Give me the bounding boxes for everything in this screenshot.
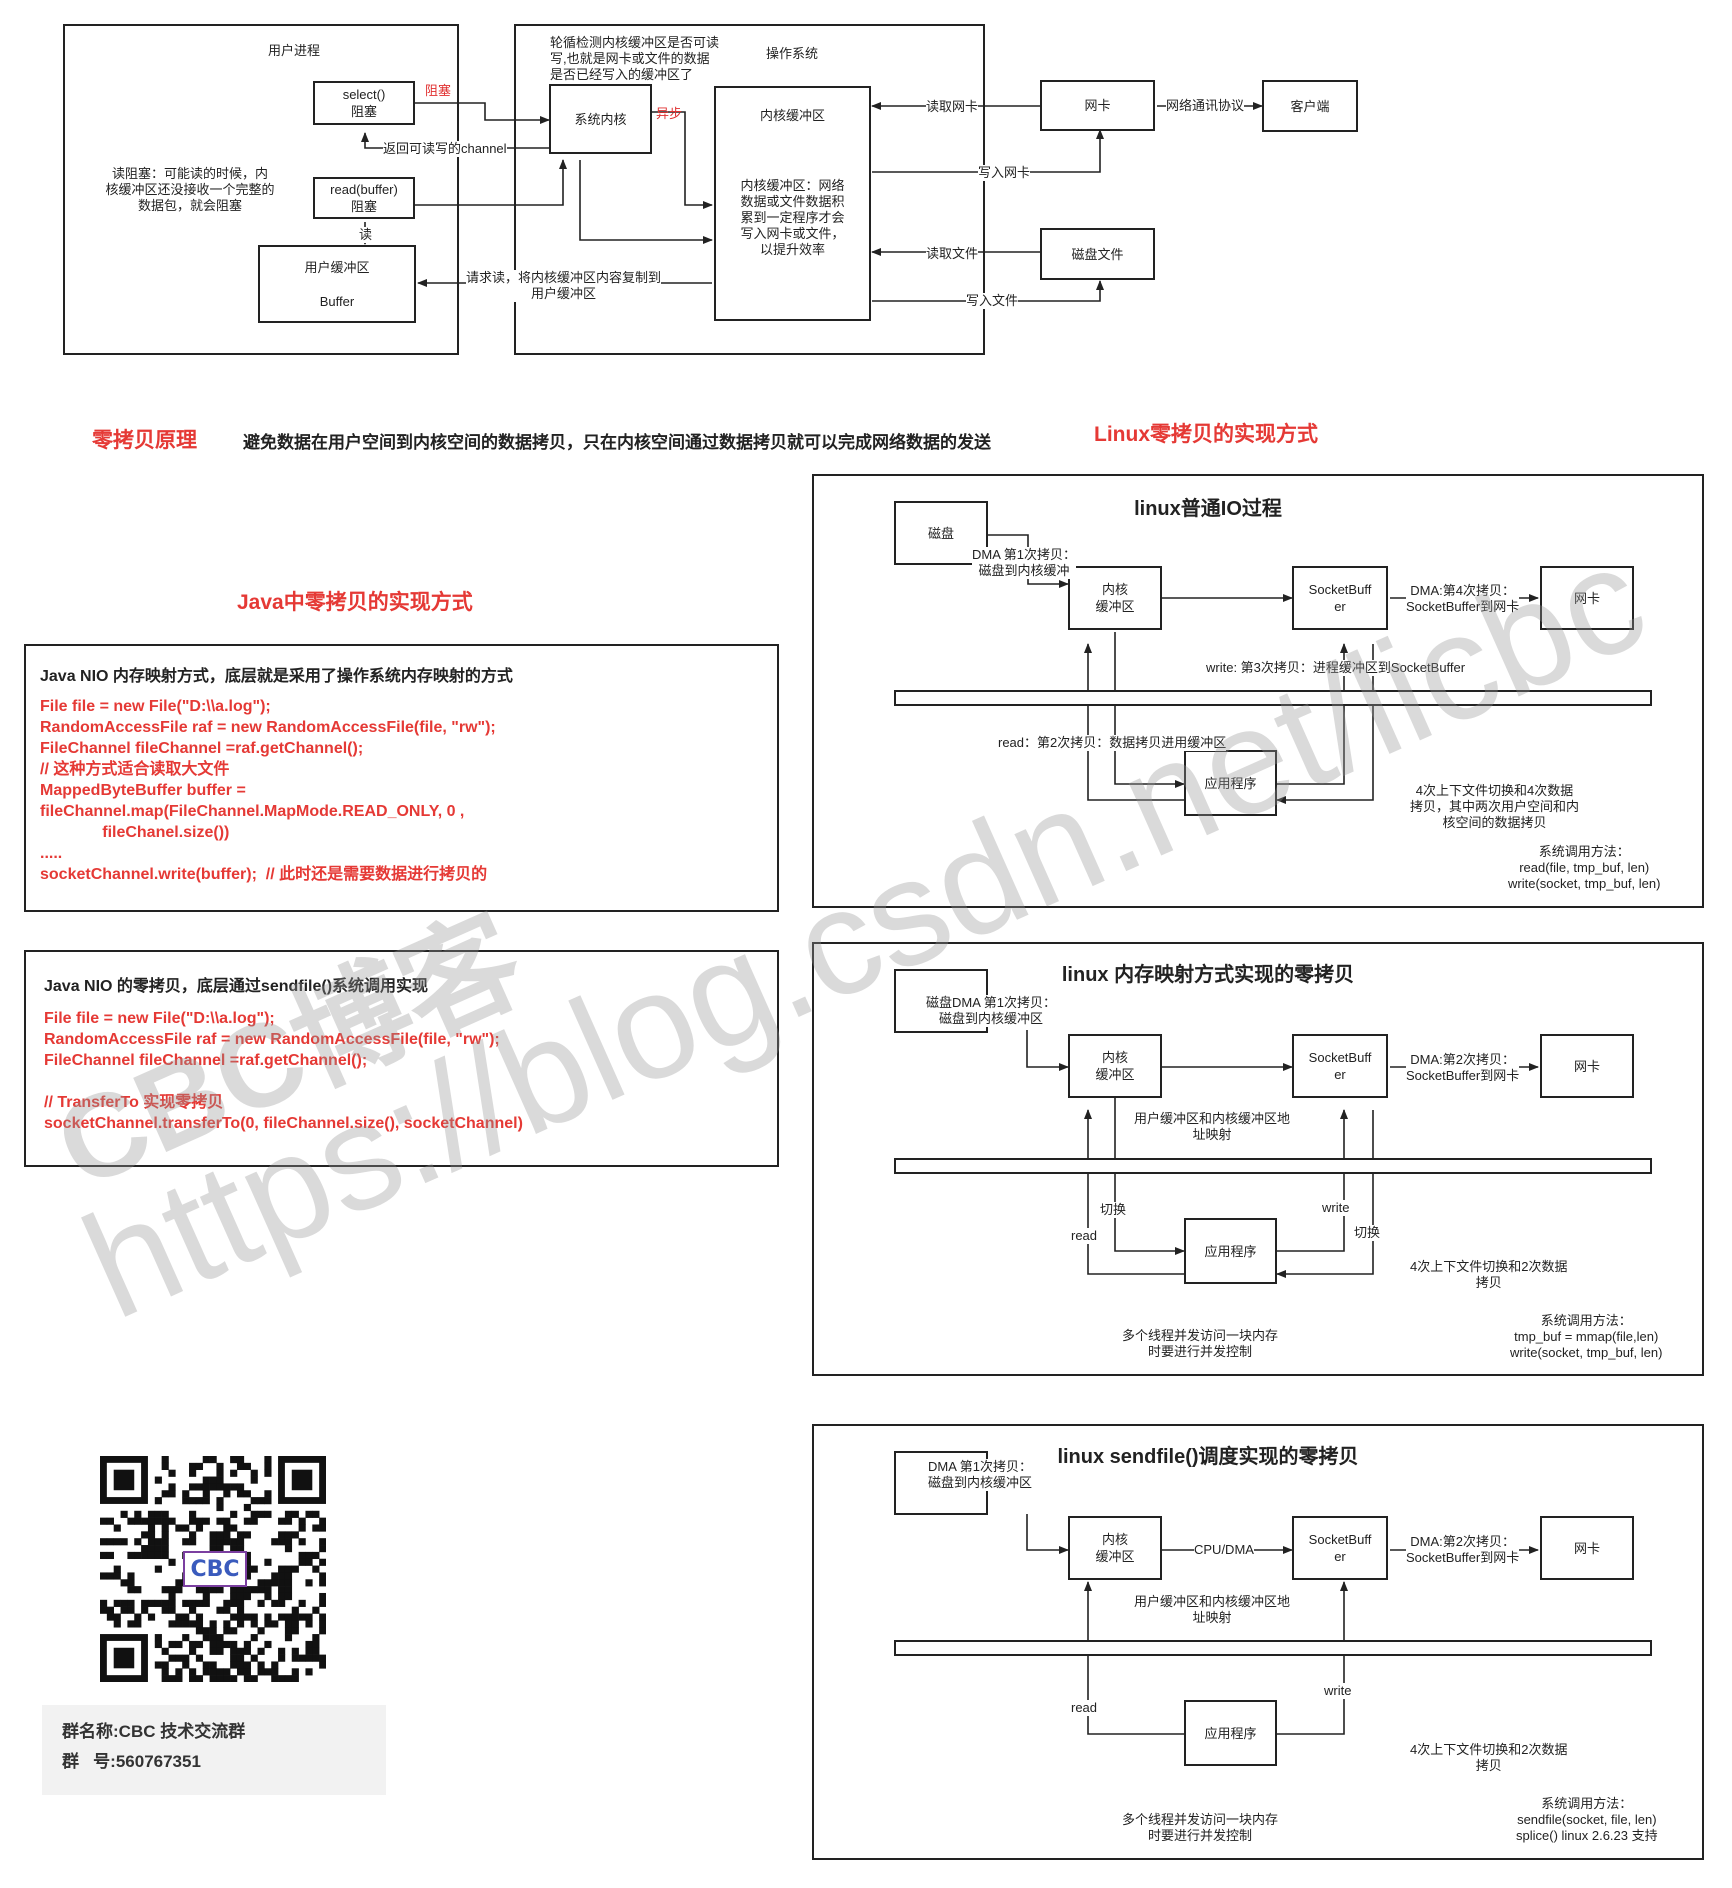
user-process-label: 用户进程 bbox=[268, 43, 321, 58]
p1-socket-buffer-box: SocketBuff er bbox=[1292, 566, 1388, 630]
p1-read2-label: read：第2次拷贝：数据拷贝进用缓冲区 bbox=[998, 735, 1227, 751]
read-blocking-note: 读阻塞：可能读的时候，内 核缓冲区还没接收一个完整的 数据包，就会阻塞 bbox=[105, 166, 275, 213]
select-box: select() 阻塞 bbox=[313, 81, 415, 125]
label-blocking: 阻塞 bbox=[425, 83, 452, 98]
p1-user-kernel-divider bbox=[894, 690, 1652, 706]
p3-read-label: read bbox=[1071, 1700, 1098, 1716]
label-request-read: 请求读，将内核缓冲区内容复制到 用户缓冲区 bbox=[466, 270, 662, 302]
panel-sendfile: linux sendfile()调度实现的零拷贝 bbox=[812, 1424, 1704, 1860]
read-buffer-box: read(buffer) 阻塞 bbox=[313, 177, 415, 219]
p1-kernel-buffer-box: 内核 缓冲区 bbox=[1068, 566, 1162, 630]
p1-app-box: 应用程序 bbox=[1184, 750, 1277, 816]
zero-copy-title: 零拷贝原理 bbox=[92, 429, 197, 452]
panel-normal-io: linux普通IO过程 bbox=[812, 474, 1704, 908]
user-process-frame bbox=[63, 24, 459, 355]
p2-switch2-label: 切换 bbox=[1354, 1225, 1381, 1241]
panel-normal-io-title: linux普通IO过程 bbox=[1134, 498, 1282, 520]
p2-concurrency-note: 多个线程并发访问一块内存 时要进行并发控制 bbox=[1122, 1328, 1279, 1359]
p2-system-calls: 系统调用方法： tmp_buf = mmap(file,len) write(s… bbox=[1510, 1313, 1663, 1360]
linux-zero-copy-title: Linux零拷贝的实现方式 bbox=[1094, 423, 1318, 446]
poll-note: 轮循检测内核缓冲区是否可读 写,也就是网卡或文件的数据 是否已经写入的缓冲区了 bbox=[550, 35, 720, 82]
p2-nic-box: 网卡 bbox=[1540, 1034, 1634, 1098]
client-box: 客户端 bbox=[1262, 80, 1358, 132]
p1-nic-box: 网卡 bbox=[1540, 566, 1634, 630]
label-write-file: 写入文件 bbox=[966, 293, 1019, 309]
p1-system-calls: 系统调用方法： read(file, tmp_buf, len) write(s… bbox=[1508, 844, 1661, 891]
code-box-mmap-head: Java NIO 内存映射方式，底层就是采用了操作系统内存映射的方式 bbox=[40, 668, 513, 685]
p3-write-label: write bbox=[1324, 1683, 1352, 1699]
qr-logo: CBC bbox=[183, 1551, 247, 1587]
p3-socket-buffer-box: SocketBuff er bbox=[1292, 1516, 1388, 1580]
p2-read-label: read bbox=[1071, 1228, 1098, 1244]
label-write-nic: 写入网卡 bbox=[978, 165, 1031, 181]
p3-cpu-dma-label: CPU/DMA bbox=[1194, 1542, 1254, 1558]
zero-copy-desc: 避免数据在用户空间到内核空间的数据拷贝，只在内核空间通过数据拷贝就可以完成网络数… bbox=[243, 433, 991, 452]
p1-dma1-label: DMA 第1次拷贝： 磁盘到内核缓冲 bbox=[972, 547, 1077, 579]
p3-user-kernel-divider bbox=[894, 1640, 1652, 1656]
java-zero-copy-title: Java中零拷贝的实现方式 bbox=[237, 591, 473, 614]
p3-concurrency-note: 多个线程并发访问一块内存 时要进行并发控制 bbox=[1122, 1812, 1279, 1843]
p2-write-label: write bbox=[1322, 1200, 1350, 1216]
label-read-nic: 读取网卡 bbox=[926, 99, 979, 115]
p3-kernel-buffer-box: 内核 缓冲区 bbox=[1068, 1516, 1162, 1580]
label-return-channel: 返回可读写的channel bbox=[383, 141, 507, 157]
label-read-file: 读取文件 bbox=[926, 246, 979, 262]
system-kernel-box: 系统内核 bbox=[549, 84, 652, 154]
panel-sendfile-title: linux sendfile()调度实现的零拷贝 bbox=[1057, 1446, 1359, 1468]
label-protocol: 网络通讯协议 bbox=[1166, 98, 1245, 114]
p3-dma2-label: DMA:第2次拷贝： SocketBuffer到网卡 bbox=[1406, 1534, 1520, 1566]
disk-file-box: 磁盘文件 bbox=[1040, 228, 1155, 280]
p2-socket-buffer-box: SocketBuff er bbox=[1292, 1034, 1388, 1098]
group-info: 群名称:CBC 技术交流群 群 号:560767351 bbox=[42, 1705, 386, 1795]
kernel-buffer-note: 内核缓冲区：网络 数据或文件数据积 累到一定程序才会 写入网卡或文件， 以提升效… bbox=[740, 178, 845, 257]
p2-note: 4次上下文件切换和2次数据 拷贝 bbox=[1410, 1259, 1568, 1290]
code-box-sendfile-head: Java NIO 的零拷贝，底层通过sendfile()系统调用实现 bbox=[44, 978, 429, 995]
panel-mmap-title: linux 内存映射方式实现的零拷贝 bbox=[1061, 964, 1355, 986]
code-box-sendfile-code: File file = new File("D:\\a.log"); Rando… bbox=[44, 1010, 523, 1132]
code-box-mmap bbox=[24, 644, 779, 912]
code-box-sendfile bbox=[24, 950, 779, 1167]
p2-app-box: 应用程序 bbox=[1184, 1218, 1277, 1284]
kernel-buffer-box bbox=[714, 86, 871, 321]
panel-mmap: linux 内存映射方式实现的零拷贝 bbox=[812, 942, 1704, 1376]
qr-code-image: CBC bbox=[100, 1456, 327, 1683]
p1-write3-label: write: 第3次拷贝：进程缓冲区到SocketBuffer bbox=[1206, 660, 1466, 676]
p3-mapping-label: 用户缓冲区和内核缓冲区地 址映射 bbox=[1134, 1594, 1291, 1625]
p1-dma4-label: DMA:第4次拷贝： SocketBuffer到网卡 bbox=[1406, 583, 1520, 615]
os-frame bbox=[514, 24, 985, 355]
p2-kernel-buffer-box: 内核 缓冲区 bbox=[1068, 1034, 1162, 1098]
p2-switch1-label: 切换 bbox=[1100, 1202, 1127, 1218]
p3-app-box: 应用程序 bbox=[1184, 1700, 1277, 1766]
p3-nic-box: 网卡 bbox=[1540, 1516, 1634, 1580]
p3-note: 4次上下文件切换和2次数据 拷贝 bbox=[1410, 1742, 1568, 1773]
p2-dma1-label: 磁盘DMA 第1次拷贝： 磁盘到内核缓冲区 bbox=[926, 995, 1057, 1027]
p1-note: 4次上下文件切换和4次数据 拷贝，其中两次用户空间和内 核空间的数据拷贝 bbox=[1410, 783, 1580, 830]
nic-box: 网卡 bbox=[1040, 80, 1155, 131]
kernel-buffer-title: 内核缓冲区 bbox=[759, 108, 825, 123]
code-box-mmap-code: File file = new File("D:\\a.log"); Rando… bbox=[40, 698, 496, 883]
p2-dma2-label: DMA:第2次拷贝： SocketBuffer到网卡 bbox=[1406, 1052, 1520, 1084]
p2-user-kernel-divider bbox=[894, 1158, 1652, 1174]
p3-dma1-label: DMA 第1次拷贝： 磁盘到内核缓冲区 bbox=[928, 1459, 1033, 1491]
os-label: 操作系统 bbox=[766, 46, 819, 61]
label-read: 读 bbox=[359, 227, 373, 243]
label-async: 异步 bbox=[656, 106, 683, 121]
p3-system-calls: 系统调用方法： sendfile(socket, file, len) spli… bbox=[1516, 1796, 1658, 1843]
p2-mapping-label: 用户缓冲区和内核缓冲区地 址映射 bbox=[1134, 1111, 1291, 1142]
user-buffer-box: 用户缓冲区 Buffer bbox=[258, 245, 416, 323]
